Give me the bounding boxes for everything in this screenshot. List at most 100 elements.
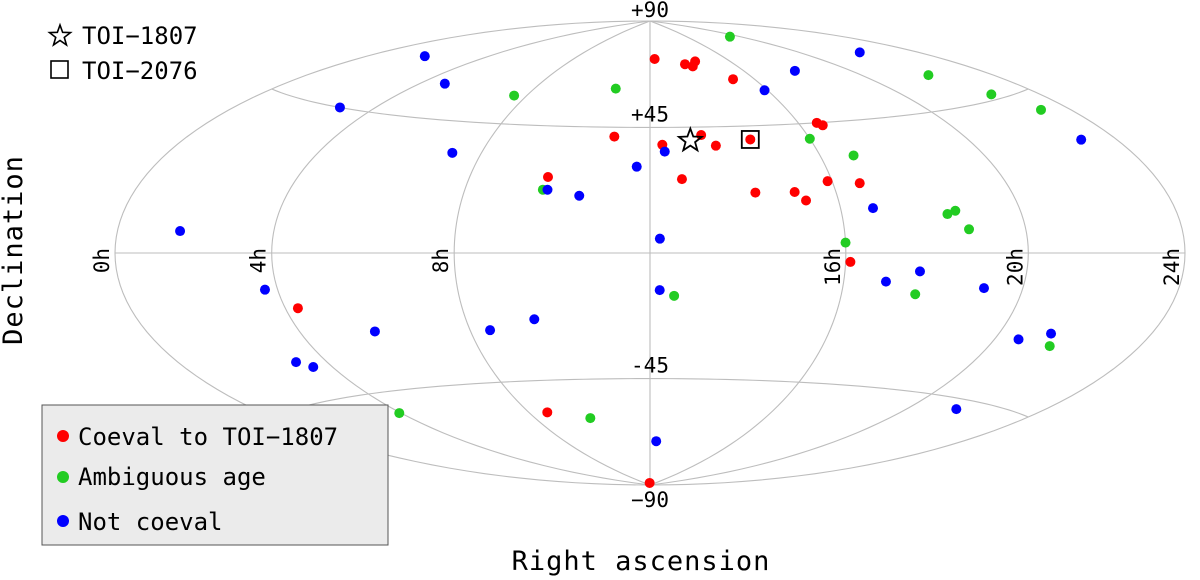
data-point — [950, 205, 961, 216]
legend-swatch-not-coeval — [57, 515, 69, 527]
target-square-marker — [740, 130, 760, 149]
data-point — [817, 120, 828, 131]
target-legend-label-toi-1807: TOI−1807 — [82, 22, 198, 50]
data-point — [369, 326, 380, 337]
data-point — [542, 407, 553, 418]
data-point — [728, 74, 739, 85]
y-tick-label: +45 — [631, 102, 669, 126]
data-point — [1013, 334, 1024, 345]
data-point — [542, 184, 553, 195]
data-point — [854, 178, 865, 189]
data-point — [609, 131, 620, 142]
data-point — [696, 130, 707, 141]
data-point — [1036, 104, 1047, 115]
data-point — [789, 65, 800, 76]
data-point — [649, 53, 660, 64]
data-point — [394, 408, 405, 419]
data-point — [801, 195, 812, 206]
data-point — [942, 209, 953, 220]
data-point — [914, 266, 925, 277]
target-marker-layer — [676, 125, 760, 153]
target-legend: TOI−1807 TOI−2076 — [47, 22, 198, 85]
x-tick-label: 16h — [821, 248, 845, 286]
data-point — [910, 289, 921, 300]
data-point — [804, 133, 815, 144]
data-point — [669, 290, 680, 301]
data-point — [259, 284, 270, 295]
data-point — [1044, 341, 1055, 352]
data-point — [654, 233, 665, 244]
x-tick-label: 24h — [1160, 248, 1184, 286]
legend-box — [41, 404, 389, 546]
data-point — [542, 172, 553, 183]
data-point — [848, 150, 859, 161]
data-point — [978, 283, 989, 294]
legend-label-ambiguous: Ambiguous age — [78, 463, 266, 491]
y-axis-label: Declination — [0, 155, 29, 345]
tick-label-layer: 0h 4h 8h 16h 20h 24h +90 +45 -45 −90 — [90, 0, 1184, 512]
x-axis-label: Right ascension — [512, 546, 771, 577]
data-point — [175, 226, 186, 237]
x-tick-label: 0h — [90, 248, 114, 273]
grid-parallel — [271, 88, 1029, 128]
data-point — [291, 357, 302, 368]
data-point — [644, 477, 655, 488]
data-point — [710, 140, 721, 151]
data-point — [651, 436, 662, 447]
x-tick-label: 20h — [1003, 248, 1027, 286]
x-tick-label: 8h — [429, 248, 453, 273]
data-point — [690, 56, 701, 67]
data-point — [574, 190, 585, 201]
data-point — [676, 174, 687, 185]
data-point — [447, 147, 458, 158]
data-point — [759, 85, 770, 96]
star-icon — [47, 22, 73, 47]
data-point — [308, 362, 319, 373]
grid-parallel — [271, 378, 1029, 418]
data-point — [822, 176, 833, 187]
data-point — [654, 285, 665, 296]
data-point — [585, 413, 596, 424]
legend-label-coeval: Coeval to TOI−1807 — [78, 423, 338, 451]
target-star-marker — [676, 125, 705, 153]
data-point — [840, 237, 851, 248]
data-point — [867, 203, 878, 214]
data-point-layer — [175, 31, 1087, 488]
y-tick-label: −90 — [631, 488, 669, 512]
data-point — [631, 161, 642, 172]
legend-swatch-ambiguous — [57, 471, 69, 483]
data-point — [610, 83, 621, 94]
data-point — [724, 31, 735, 42]
data-point — [880, 276, 891, 287]
legend-swatch-coeval — [57, 430, 69, 442]
data-point — [679, 59, 690, 70]
target-legend-label-toi-2076: TOI−2076 — [82, 57, 198, 85]
data-point — [292, 303, 303, 314]
data-point — [745, 134, 756, 145]
square-icon — [50, 60, 69, 79]
data-point — [923, 70, 934, 81]
data-point — [951, 404, 962, 415]
data-point — [986, 89, 997, 100]
data-point — [439, 78, 450, 89]
data-point — [659, 146, 670, 157]
series-legend: Coeval to TOI−1807 Ambiguous age Not coe… — [41, 404, 389, 546]
x-tick-label: 4h — [247, 248, 271, 273]
data-point — [419, 51, 430, 62]
grid-layer — [114, 20, 1186, 486]
data-point — [485, 325, 496, 336]
legend-label-not-coeval: Not coeval — [78, 508, 223, 536]
data-point — [509, 90, 520, 101]
data-point — [750, 187, 761, 198]
data-point — [854, 47, 865, 58]
data-point — [1046, 328, 1057, 339]
data-point — [334, 102, 345, 113]
data-point — [964, 224, 975, 235]
y-tick-label: +90 — [631, 0, 669, 22]
data-point — [1076, 134, 1087, 145]
data-point — [529, 314, 540, 325]
y-tick-label: -45 — [631, 354, 669, 378]
data-point — [845, 256, 856, 267]
data-point — [789, 187, 800, 198]
